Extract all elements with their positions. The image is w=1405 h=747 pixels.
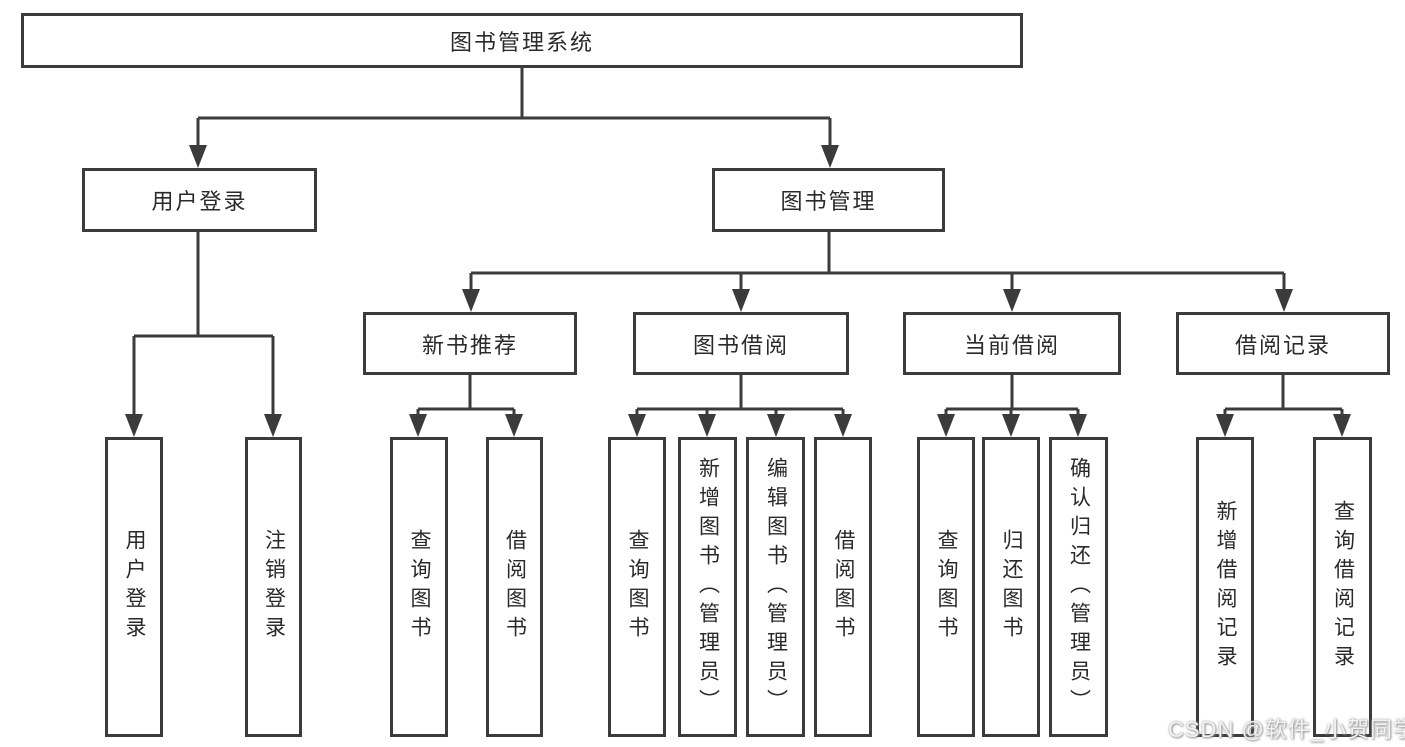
leaf-recommend-query-books: 查询图书: [390, 437, 448, 737]
node-library-management-system: 图书管理系统: [21, 13, 1023, 68]
leaf-current-confirm-return-admin: 确认归还（管理员）: [1049, 437, 1108, 737]
leaf-borrowing-edit-books-admin: 编辑图书（管理员）: [746, 437, 805, 737]
node-book-management: 图书管理: [712, 168, 945, 232]
leaf-borrowing-borrow-books: 借阅图书: [814, 437, 872, 737]
node-new-book-recommendation: 新书推荐: [363, 312, 577, 375]
node-book-borrowing: 图书借阅: [633, 312, 849, 375]
node-user-login: 用户登录: [82, 168, 317, 232]
leaf-borrowing-query-books: 查询图书: [608, 437, 666, 737]
node-current-borrowing: 当前借阅: [903, 312, 1121, 375]
leaf-records-add-borrow-record: 新增借阅记录: [1196, 437, 1254, 737]
leaf-records-query-borrow-record: 查询借阅记录: [1313, 437, 1372, 737]
csdn-watermark: CSDN @软件_小贺同学: [1168, 717, 1405, 742]
node-borrowing-records: 借阅记录: [1176, 312, 1390, 375]
leaf-logout: 注销登录: [245, 437, 302, 737]
leaf-borrowing-add-books-admin: 新增图书（管理员）: [678, 437, 737, 737]
leaf-current-query-books: 查询图书: [917, 437, 975, 737]
leaf-current-return-books: 归还图书: [982, 437, 1040, 737]
leaf-user-login: 用户登录: [105, 437, 163, 737]
leaf-recommend-borrow-books: 借阅图书: [486, 437, 543, 737]
